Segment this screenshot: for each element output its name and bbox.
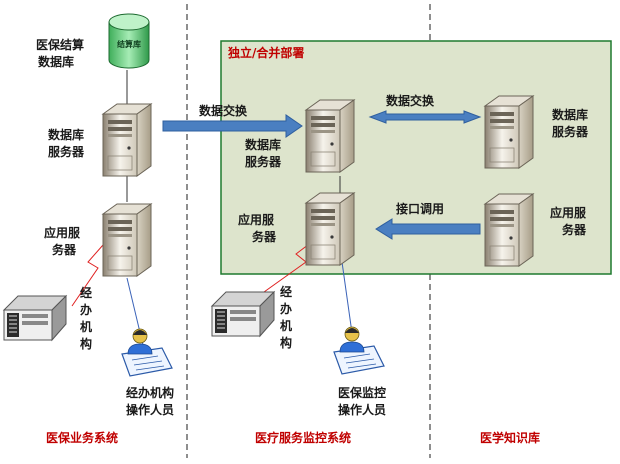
db-label: 医保结算 数据库 — [36, 38, 85, 69]
database-icon: 结算库 — [108, 13, 150, 69]
deployment-box-title: 独立/合并部署 — [228, 46, 305, 60]
mid-app-server-label: 应用服 务器 — [238, 213, 277, 244]
left-agency-icon — [3, 295, 67, 341]
left-operator-icon — [121, 328, 173, 377]
mid-operator-icon — [333, 326, 385, 375]
mid-agency-label: 经办机构 — [279, 285, 292, 350]
left-agency-label: 经办机构 — [79, 286, 92, 351]
mid-agency-icon — [211, 291, 275, 337]
mid-operator-line — [341, 261, 353, 334]
right-db-server-icon — [484, 95, 534, 169]
deployment-box — [220, 40, 612, 275]
interface-call-label: 接口调用 — [396, 202, 445, 216]
left-db-server-icon — [102, 103, 152, 177]
left-db-server-label: 数据库 服务器 — [48, 128, 85, 159]
right-app-server-icon — [484, 193, 534, 267]
mid-db-server-label: 数据库 服务器 — [245, 138, 282, 169]
right-app-server-label: 应用服 务器 — [550, 206, 587, 237]
section-title-middle: 医疗服务监控系统 — [255, 431, 352, 445]
exchange-label-left: 数据交换 — [199, 104, 248, 118]
interface-call-arrow — [375, 218, 481, 240]
left-app-server-icon — [102, 203, 152, 277]
mid-app-server-icon — [305, 192, 355, 266]
mid-operator-label: 医保监控 操作人员 — [337, 386, 386, 417]
left-app-server-label: 应用服 务器 — [44, 226, 81, 257]
left-agency-link — [71, 244, 104, 307]
db-cylinder-label: 结算库 — [117, 39, 141, 49]
right-db-server-label: 数据库 服务器 — [552, 108, 589, 139]
left-operator-label: 经办机构 操作人员 — [125, 386, 174, 417]
section-title-left: 医保业务系统 — [46, 431, 119, 445]
exchange-arrow-right — [368, 110, 482, 124]
exchange-arrow-left — [162, 114, 303, 138]
mid-db-server-icon — [305, 99, 355, 173]
section-title-right: 医学知识库 — [480, 431, 541, 445]
exchange-label-right: 数据交换 — [386, 94, 435, 108]
